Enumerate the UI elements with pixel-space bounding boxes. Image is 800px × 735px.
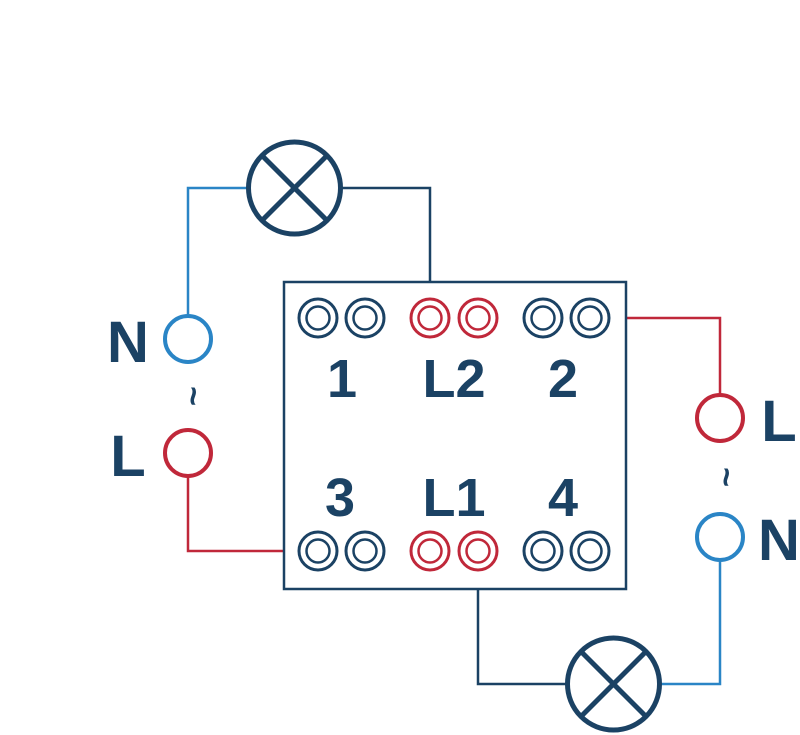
- left-supply-separator: ~: [174, 386, 212, 406]
- wire-top-lamp-to-l2: [342, 186, 432, 318]
- left-live-terminal-icon: [163, 428, 213, 478]
- lamp-icon: [246, 139, 343, 237]
- wire-l1-to-bottom-lamp: [476, 551, 566, 686]
- wire-left-neutral: [186, 186, 247, 316]
- terminal-icon: [457, 297, 499, 339]
- terminal-icon: [409, 297, 451, 339]
- terminal-labels: 1 L2 2 3 L1 4: [325, 349, 578, 528]
- right-supply: L ~ N: [695, 389, 800, 573]
- left-live-label: L: [110, 424, 145, 489]
- left-neutral-terminal-icon: [163, 314, 213, 364]
- terminal-icon: [409, 530, 451, 572]
- terminal-label-l2: L2: [422, 349, 485, 409]
- left-supply: N ~ L: [107, 310, 213, 489]
- terminal-row-bottom: [297, 530, 611, 572]
- terminal-label-4: 4: [548, 468, 578, 528]
- lamp-icon: [565, 635, 662, 733]
- terminal-icon: [522, 530, 564, 572]
- right-live-terminal-icon: [695, 393, 745, 443]
- wire-bottom-lamp-to-right-neutral: [661, 560, 722, 686]
- terminal-label-2: 2: [548, 349, 578, 409]
- switch-body: [282, 280, 628, 591]
- terminal-icon: [569, 530, 611, 572]
- terminal-icon: [297, 297, 339, 339]
- terminal-row-top: [297, 297, 611, 339]
- wire-left-live-to-terminal-3: [186, 476, 317, 553]
- right-supply-separator: ~: [707, 467, 745, 487]
- terminal-label-1: 1: [327, 349, 357, 409]
- terminal-icon: [569, 297, 611, 339]
- terminal-icon: [457, 530, 499, 572]
- right-neutral-label: N: [758, 508, 800, 573]
- terminal-icon: [522, 297, 564, 339]
- terminal-icon: [297, 530, 339, 572]
- terminal-label-3: 3: [325, 468, 355, 528]
- terminal-label-l1: L1: [422, 468, 485, 528]
- wire-terminal-2-to-right-live: [592, 316, 722, 394]
- terminal-icon: [344, 297, 386, 339]
- left-neutral-label: N: [107, 310, 149, 375]
- terminal-icon: [344, 530, 386, 572]
- right-live-label: L: [761, 389, 796, 454]
- right-neutral-terminal-icon: [695, 512, 745, 562]
- wires: [186, 186, 722, 686]
